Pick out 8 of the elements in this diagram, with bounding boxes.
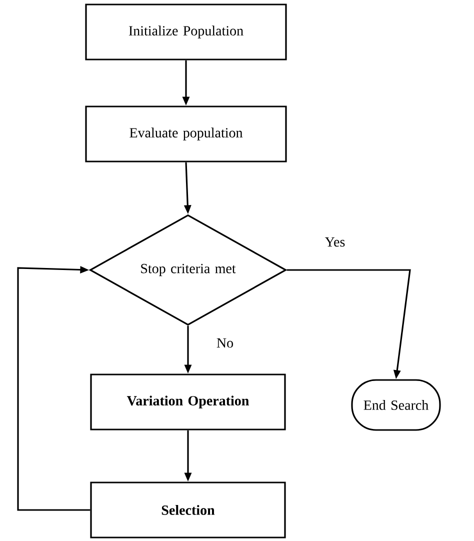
arrow <box>17 266 90 511</box>
edge-label: Yes <box>324 236 346 248</box>
process-box: Selection <box>90 482 286 538</box>
process-box: Evaluate population <box>85 106 287 162</box>
process-box: Initialize Population <box>85 4 287 60</box>
process-box: Variation Operation <box>90 374 286 430</box>
terminal-box: End Search <box>351 379 441 431</box>
edge-label: No <box>215 337 235 349</box>
